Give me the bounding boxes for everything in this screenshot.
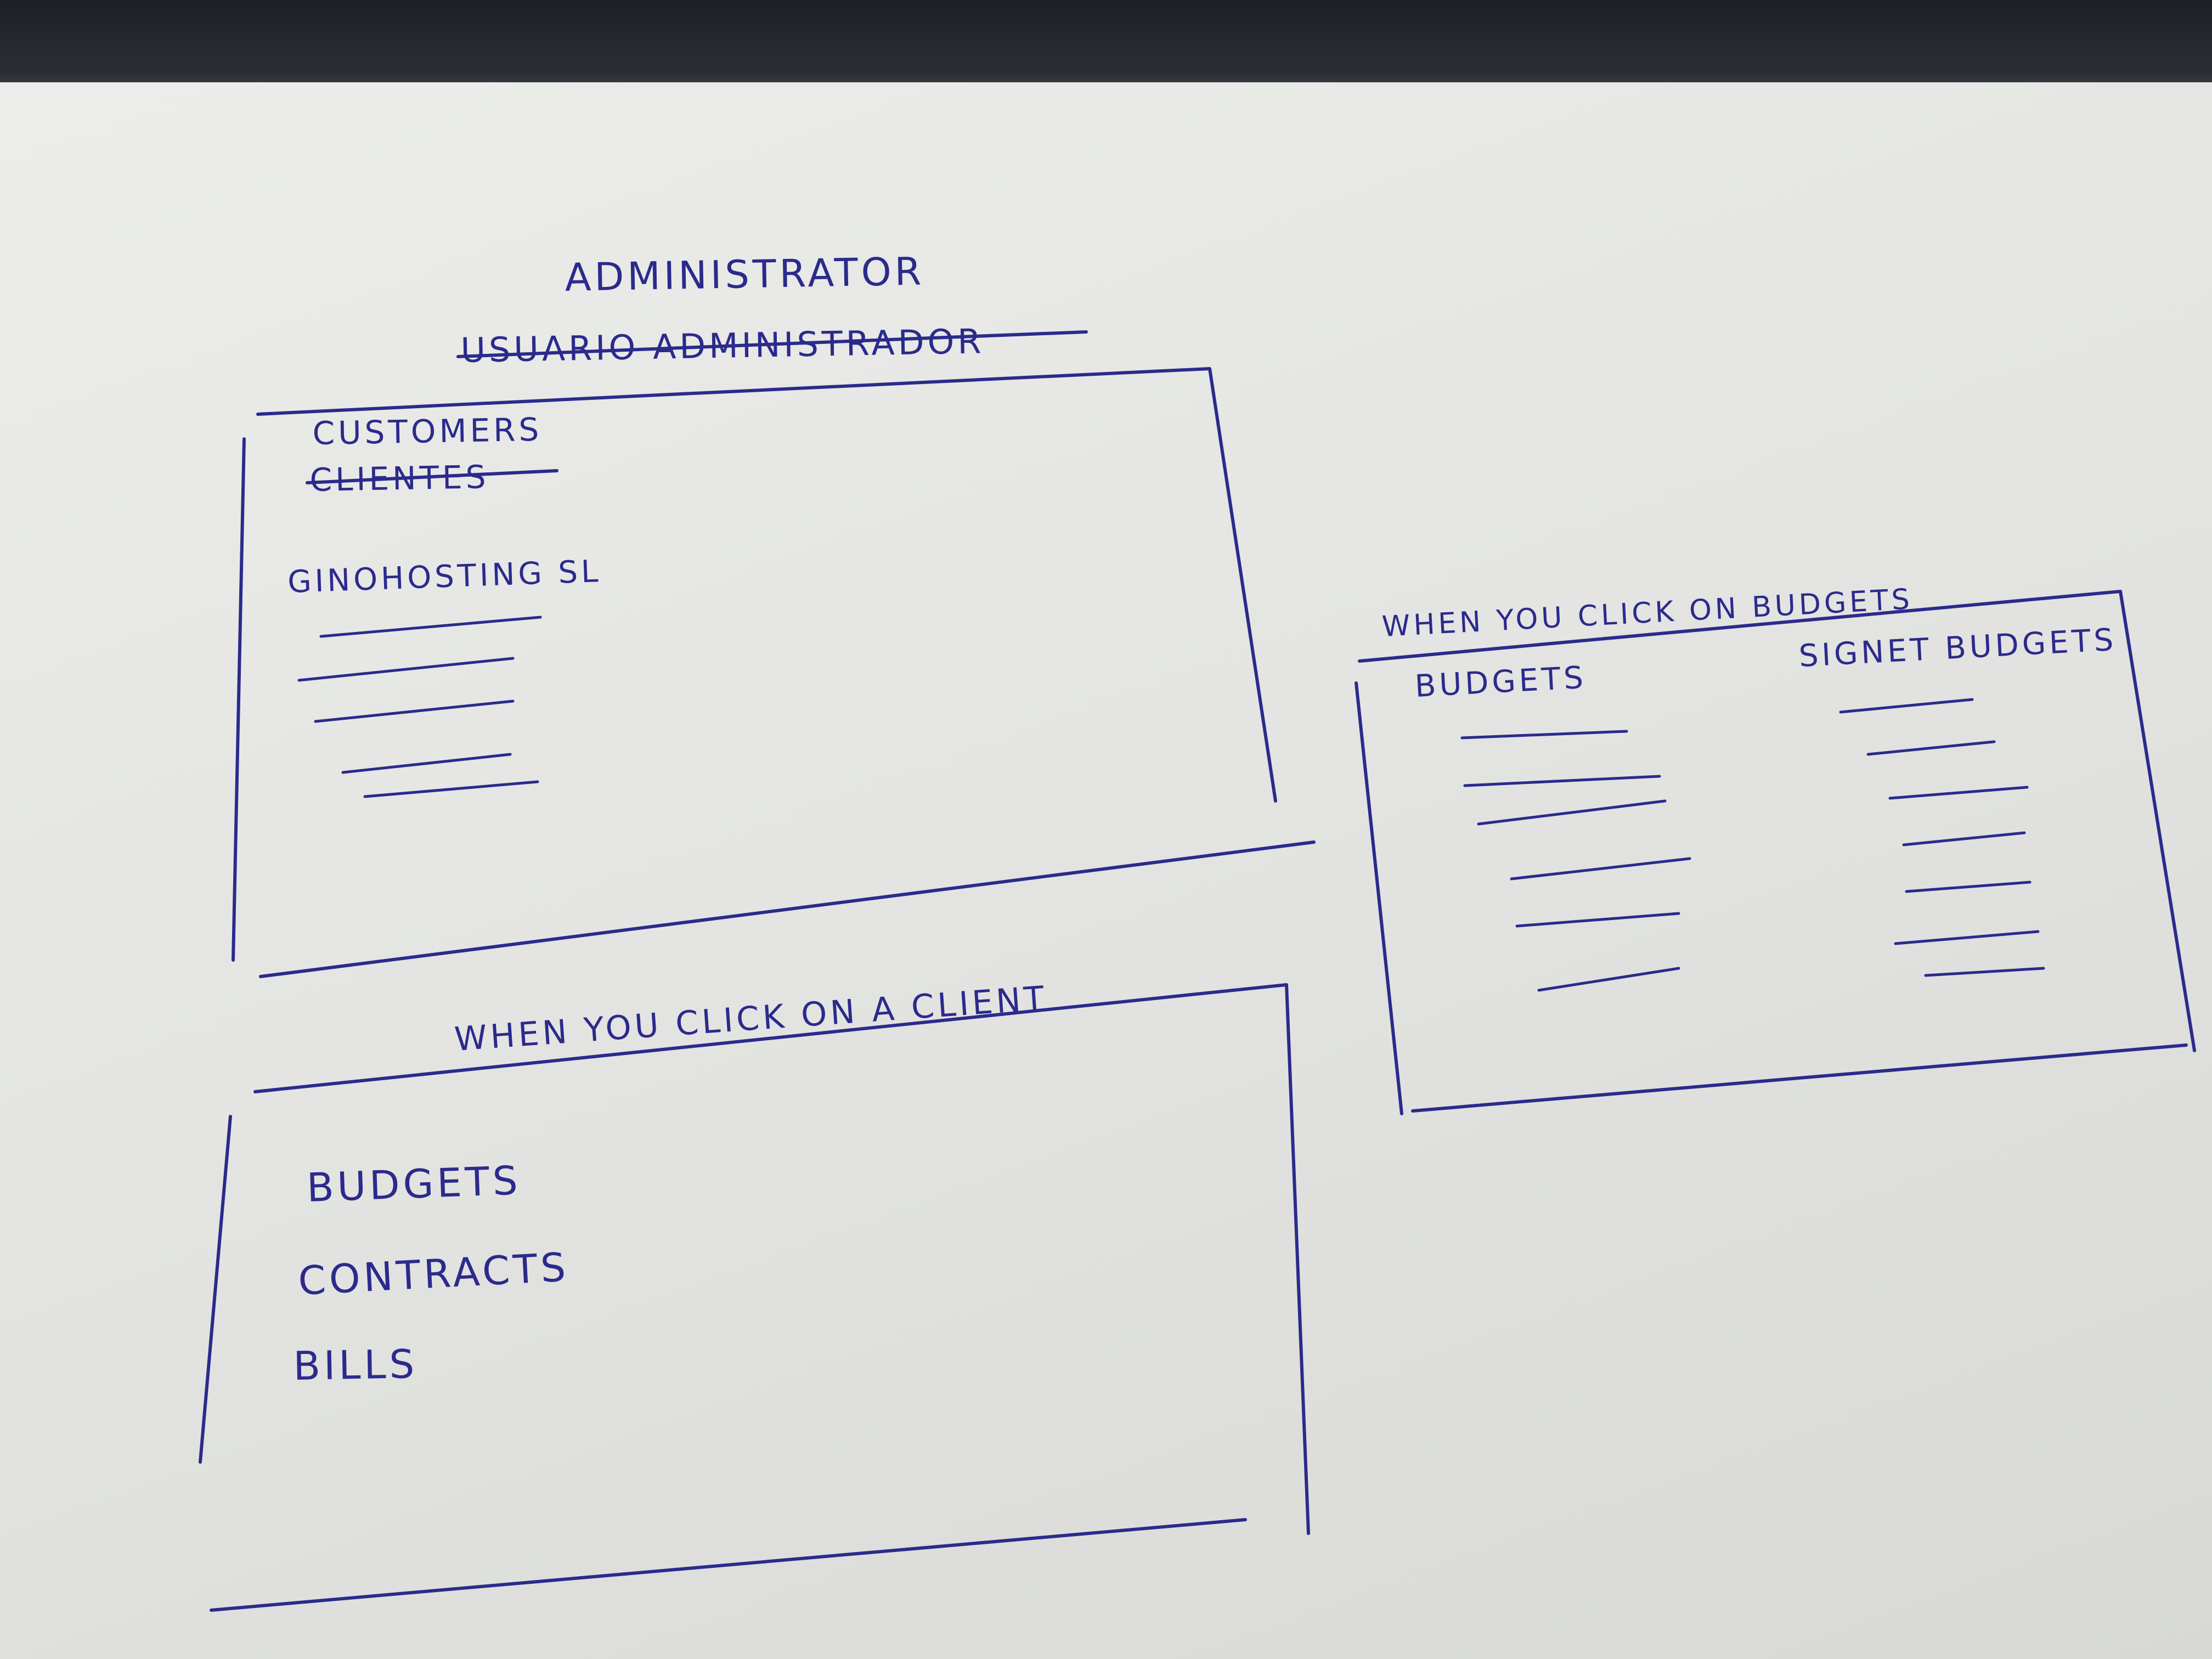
placeholder-line[interactable] — [341, 753, 512, 774]
customers-heading: CUSTOMERS — [312, 411, 543, 452]
customer-list-placeholders — [297, 616, 542, 798]
customer-list-item[interactable]: GINOHOSTING SL — [287, 554, 602, 600]
placeholder-line[interactable] — [1905, 881, 2032, 893]
placeholder-line[interactable] — [363, 780, 539, 798]
budgets-list-placeholders — [1460, 730, 1691, 992]
client-menu-budgets[interactable]: BUDGETS — [306, 1157, 522, 1211]
placeholder-line[interactable] — [319, 616, 542, 638]
client-panel-frame — [199, 983, 1310, 1612]
placeholder-line[interactable] — [1839, 698, 1974, 714]
signet-budgets-list-placeholders — [1839, 698, 2045, 977]
placeholder-line[interactable] — [1510, 857, 1691, 881]
page-title: ADMINISTRATOR — [565, 249, 925, 300]
budgets-panel-frame — [1355, 590, 2196, 1115]
strikethrough-line — [306, 469, 558, 484]
placeholder-line[interactable] — [1902, 831, 2026, 847]
placeholder-line[interactable] — [297, 657, 515, 682]
client-menu-contracts[interactable]: CONTRACTS — [297, 1244, 570, 1304]
budgets-column-header: BUDGETS — [1414, 660, 1587, 704]
placeholder-line[interactable] — [1463, 775, 1661, 787]
client-menu-bills[interactable]: BILLS — [293, 1341, 418, 1389]
signet-budgets-column-header: SIGNET BUDGETS — [1798, 622, 2117, 674]
paper-sheet — [0, 82, 2212, 1659]
placeholder-line[interactable] — [314, 699, 515, 723]
placeholder-line[interactable] — [1515, 912, 1680, 928]
placeholder-line[interactable] — [1477, 799, 1667, 826]
placeholder-line[interactable] — [1894, 930, 2040, 945]
placeholder-line[interactable] — [1460, 730, 1628, 740]
customers-panel-frame — [232, 367, 1316, 978]
placeholder-line[interactable] — [1924, 967, 2045, 977]
placeholder-line[interactable] — [1866, 740, 1996, 756]
placeholder-line[interactable] — [1888, 786, 2029, 800]
strikethrough-line — [456, 330, 1088, 358]
placeholder-line[interactable] — [1537, 967, 1680, 992]
